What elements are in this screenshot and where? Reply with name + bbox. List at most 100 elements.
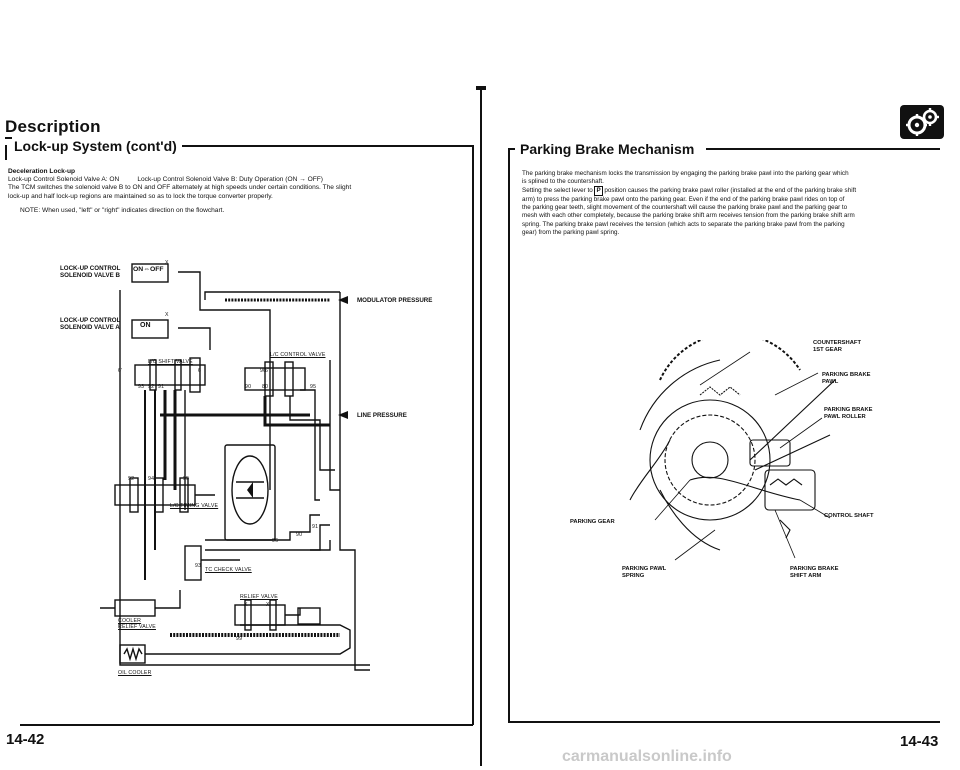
port-label: 99: [236, 636, 243, 642]
label-line: PARKING PAWL: [622, 566, 667, 572]
port-label: 6': [118, 368, 123, 374]
left-page: Description Lock-up System (cont'd) Dece…: [5, 117, 474, 748]
port-label: 6': [265, 368, 270, 374]
tc-check-valve-label: TC CHECK VALVE: [205, 567, 252, 573]
port-label: 93: [138, 384, 145, 390]
solenoid-b-box: [131, 263, 169, 283]
port-label: 95: [183, 476, 190, 482]
label-line: PAWL: [822, 379, 839, 385]
pawl-spring-label: PARKING PAWL SPRING: [622, 566, 666, 580]
port-label: X: [266, 602, 270, 608]
solenoid-a-label: LOCK-UP CONTROL SOLENOID VALVE A: [60, 317, 120, 331]
page-title: Description: [5, 117, 101, 136]
label-line: SOLENOID VALVE B: [60, 272, 120, 279]
text-line: is splined to the countershaft.: [522, 178, 604, 186]
gutter-cap: [476, 86, 486, 90]
page-number-left: 14-42: [6, 731, 45, 748]
port-label: 92: [148, 384, 155, 390]
body-line: The TCM switches the solenoid valve B to…: [8, 184, 352, 192]
label-line: 1ST GEAR: [813, 347, 842, 353]
gears-icon: [900, 105, 944, 139]
port-label: 90: [245, 384, 252, 390]
port-label: 90: [296, 532, 303, 538]
text-line: spring. The parking brake pawl receives …: [522, 220, 845, 228]
port-label: 96: [260, 368, 267, 374]
text-run: Setting the select lever to: [522, 187, 593, 195]
shift-arm-label: PARKING BRAKE SHIFT ARM: [790, 566, 839, 580]
label-line: SOLENOID VALVE A: [60, 324, 120, 331]
label-line: SPRING: [622, 573, 645, 579]
description-text: The parking brake mechanism locks the tr…: [522, 170, 942, 237]
label-line: COUNTERSHAFT: [813, 340, 861, 346]
lc-control-valve-label: L/C CONTROL VALVE: [270, 352, 326, 358]
port-label: 92: [128, 476, 135, 482]
port-label: 91: [158, 384, 165, 390]
bracket-right: [472, 145, 474, 725]
cooler-relief-valve-label: COOLER RELIEF VALVE: [118, 618, 156, 630]
lc-timing-valve-label: L/C TIMING VALVE: [170, 503, 219, 509]
text-run: position causes the parking brake pawl r…: [602, 187, 857, 195]
title-rule: [706, 148, 940, 150]
bracket-left: [5, 145, 7, 160]
port-label: 80: [262, 384, 269, 390]
text-line: The parking brake mechanism locks the tr…: [522, 170, 849, 177]
label-line: COOLER: [118, 618, 142, 624]
port-label: 94: [148, 476, 155, 482]
label-line: PAWL ROLLER: [824, 414, 866, 420]
subtitle-rule-left: [5, 137, 12, 139]
bracket-left: [508, 148, 510, 722]
p-position-box: P: [594, 186, 603, 197]
relief-valve-label: RELIEF VALVE: [240, 594, 278, 600]
bottom-rule: [508, 721, 940, 723]
parking-gear-label: PARKING GEAR: [570, 519, 615, 525]
text-line: gear) from the parking pawl spring.: [522, 228, 620, 236]
right-page: Parking Brake Mechanism The parking brak…: [480, 0, 960, 770]
port-label: X: [165, 312, 169, 318]
body-text: Deceleration Lock-up Lock-up Control Sol…: [8, 168, 470, 215]
body-note: NOTE: When used, "left" or "right" indic…: [20, 206, 225, 214]
hydraulic-flowchart: [100, 263, 370, 671]
body-line: lock-up and half lock-up regions are mai…: [8, 192, 273, 200]
label-line: PARKING BRAKE: [824, 407, 873, 413]
parking-brake-illustration: [629, 340, 836, 561]
label-line: SHIFT ARM: [790, 573, 822, 579]
countershaft-label: COUNTERSHAFT 1ST GEAR: [813, 340, 861, 354]
port-label: 95: [310, 384, 317, 390]
page-number-right: 14-43: [900, 733, 939, 750]
label-line: RELIEF VALVE: [118, 624, 156, 630]
solenoid-a-box: [131, 319, 169, 339]
control-shaft-label: CONTROL SHAFT: [824, 513, 874, 519]
port-label: 91: [312, 524, 319, 530]
body-heading: Deceleration Lock-up: [8, 168, 76, 175]
section-subtitle: Lock-up System (cont'd): [14, 138, 177, 154]
title-rule-left: [508, 148, 515, 150]
port-label: 96: [272, 538, 279, 544]
label-line: LOCK-UP CONTROL: [60, 317, 121, 324]
line-pressure-arrow: [338, 411, 348, 419]
subtitle-rule: [182, 145, 473, 147]
label-line: PARKING BRAKE: [822, 372, 871, 378]
port-label: 6: [198, 368, 202, 374]
page-gutter: [480, 88, 482, 766]
pawl-roller-label: PARKING BRAKE PAWL ROLLER: [824, 407, 873, 421]
section-title: Parking Brake Mechanism: [520, 141, 695, 157]
modulator-pressure-label: MODULATOR PRESSURE: [357, 297, 433, 304]
footer-watermark: carmanualsonline.info: [562, 748, 732, 765]
port-label: X: [165, 260, 169, 266]
bottom-rule: [20, 724, 473, 726]
text-line: mesh with each other completely, because…: [522, 212, 855, 220]
text-line: Setting the select lever to P position c…: [522, 186, 942, 197]
body-line-b: Lock-up Control Solenoid Valve B: Duty O…: [137, 176, 323, 184]
text-line: arm) to press the parking brake pawl ont…: [522, 196, 845, 204]
label-line: PARKING BRAKE: [790, 566, 839, 572]
line-pressure-label: LINE PRESSURE: [357, 412, 407, 419]
on-off-label: ON⇔OFF: [133, 266, 164, 273]
port-label: 93: [195, 563, 202, 569]
text-line: the parking gear teeth, slight movement …: [522, 204, 848, 212]
lc-shift-valve-label: L/C SHIFT VALVE: [148, 359, 193, 365]
modulator-arrow: [338, 296, 348, 304]
label-line: LOCK-UP CONTROL: [60, 265, 121, 272]
oil-cooler-label: OIL COOLER: [118, 670, 152, 676]
solenoid-b-label: LOCK-UP CONTROL SOLENOID VALVE B: [60, 265, 120, 279]
